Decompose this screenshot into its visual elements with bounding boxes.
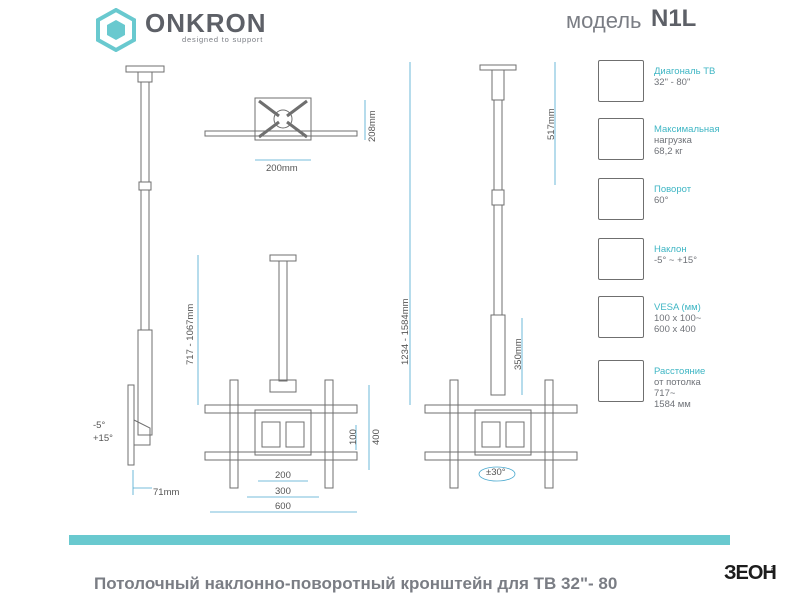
onkron-logo-icon	[96, 8, 136, 52]
footer-caption: Потолочный наклонно-поворотный кронштейн…	[94, 574, 618, 593]
spec-title: Расстояние	[654, 366, 706, 377]
brand-sub: ru	[769, 566, 775, 572]
spec-value: 100 x 100~	[654, 313, 702, 324]
logo-name: ONKRON	[145, 8, 267, 38]
spec-title: VESA (мм)	[654, 302, 701, 313]
front-h400-label: 400	[371, 429, 382, 445]
spec-value: от потолка	[654, 377, 701, 388]
front-w300-label: 300	[275, 486, 291, 497]
spec-value: 717~	[654, 388, 676, 399]
front-h100-label: 100	[348, 429, 359, 445]
model-label: модель	[566, 8, 642, 33]
tv-diagonal-icon	[598, 60, 644, 102]
tall-top-label: 517mm	[546, 108, 557, 140]
vesa-icon	[598, 296, 644, 338]
side-tilt-minus-label: -5°	[93, 420, 106, 431]
spec-value: 60°	[654, 195, 669, 206]
tilt-icon	[598, 238, 644, 280]
ceiling-distance-icon	[598, 360, 644, 402]
spec-title: Наклон	[654, 244, 687, 255]
spec-row: VESA (мм)100 x 100~600 x 400	[598, 296, 738, 348]
swivel-icon	[598, 178, 644, 220]
spec-value: 600 x 400	[654, 324, 696, 335]
spec-text: Наклон-5° ~ +15°	[654, 244, 697, 266]
max-load-icon	[598, 118, 644, 160]
spec-value: 1584 мм	[654, 399, 691, 410]
side-tilt-plus-label: +15°	[93, 433, 113, 444]
side-depth-label: 71mm	[153, 487, 180, 498]
spec-value: нагрузка	[654, 135, 692, 146]
spec-value: -5° ~ +15°	[654, 255, 697, 266]
spec-text: VESA (мм)100 x 100~600 x 400	[654, 302, 701, 335]
model-code: N1L	[651, 5, 697, 32]
spec-value: 68,2 кг	[654, 146, 683, 157]
spec-title: Максимальная	[654, 124, 720, 135]
tall-swivel-label: ±30°	[486, 467, 506, 478]
logo-tagline: designed to support	[182, 35, 264, 44]
front-w200-label: 200	[275, 470, 291, 481]
accent-bar	[69, 535, 730, 545]
tall-step-label: 350mm	[513, 338, 524, 370]
brand-mark: ЗЕОН	[724, 562, 777, 584]
top-depth-label: 208mm	[367, 110, 378, 142]
spec-value: 32" - 80"	[654, 77, 691, 88]
front-height-label: 717 - 1067mm	[185, 303, 196, 365]
spec-title: Поворот	[654, 184, 692, 195]
tall-total-label: 1234 - 1584mm	[400, 298, 411, 365]
front-w600-label: 600	[275, 501, 291, 512]
spec-title: Диагональ ТВ	[654, 66, 716, 77]
top-width-label: 200mm	[266, 163, 298, 174]
spec-row: Наклон-5° ~ +15°	[598, 238, 738, 290]
